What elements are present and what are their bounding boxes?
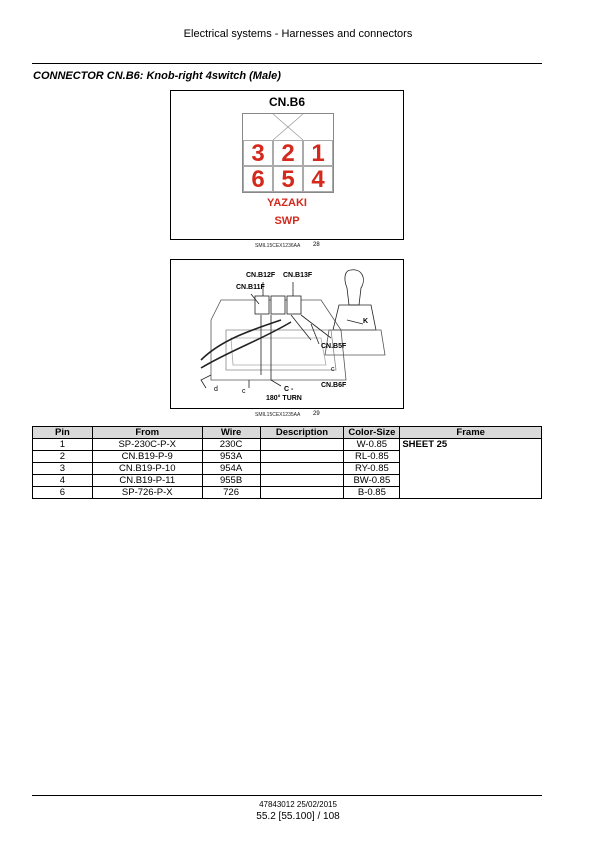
cell-color-size: B-0.85 — [343, 486, 401, 499]
section-title: CONNECTOR CN.B6: Knob-right 4switch (Mal… — [33, 70, 281, 82]
cell-pin: 4 — [32, 474, 93, 487]
cell-wire: 954A — [201, 462, 261, 475]
figure-caption: SMIL15CEX1236AA — [255, 243, 301, 249]
table-row: 1 SP-230C-P-X 230C W-0.85 SHEET 25 — [32, 438, 542, 499]
callout-cn-b12f: CN.B12F — [246, 272, 276, 279]
callout-turn-note: 180° TURN — [266, 395, 302, 402]
callout-cn-b6f: CN.B6F — [321, 382, 347, 389]
callout-k: K — [363, 318, 369, 325]
cell-description — [259, 438, 345, 451]
callout-d: d — [214, 386, 218, 393]
pin-number: 5 — [281, 166, 295, 193]
cell-wire: 955B — [201, 474, 261, 487]
connector-label: CN.B6 — [268, 95, 305, 109]
callout-c: c — [331, 366, 335, 373]
connector-maker: YAZAKI — [267, 197, 307, 209]
figure-number: 29 — [313, 411, 320, 417]
callout-cn-b5f: CN.B5F — [321, 343, 347, 350]
cell-frame: SHEET 25 — [399, 438, 542, 499]
column-header-wire: Wire — [201, 426, 261, 439]
cell-from: SP-726-P-X — [91, 486, 203, 499]
cell-description — [259, 450, 345, 463]
cell-color-size: W-0.85 — [343, 438, 401, 451]
cell-description — [259, 462, 345, 475]
pin-number: 4 — [311, 166, 325, 193]
latch-icon — [273, 114, 303, 140]
cell-pin: 6 — [32, 486, 93, 499]
column-header-description: Description — [259, 426, 345, 439]
cell-description — [259, 486, 345, 499]
harness-location-figure: CN.B12F CN.B13F CN.B11F K CN.B5F CN.B6F … — [170, 259, 404, 409]
footer-page-number: 55.2 [55.100] / 108 — [256, 811, 340, 822]
pin-number: 1 — [311, 140, 325, 167]
cell-color-size: RL-0.85 — [343, 450, 401, 463]
cell-color-size: BW-0.85 — [343, 474, 401, 487]
footer-rule — [32, 795, 542, 796]
cell-wire: 230C — [201, 438, 261, 451]
column-header-color-size: Color-Size — [343, 426, 401, 439]
pin-number: 2 — [281, 140, 295, 167]
figure-caption: SMIL15CEX1235AA — [255, 412, 301, 418]
column-header-pin: Pin — [32, 426, 93, 439]
pin-number: 3 — [251, 140, 265, 167]
cell-from: SP-230C-P-X — [91, 438, 203, 451]
connector-face-figure: CN.B6 3 2 1 6 5 4 YAZAKI SWP — [170, 90, 404, 240]
header-rule — [32, 63, 542, 64]
column-header-frame: Frame — [399, 426, 542, 439]
callout-c-turn: C - — [284, 386, 294, 393]
cell-description — [259, 474, 345, 487]
connector-series: SWP — [274, 215, 300, 227]
table-row: 6 SP-726-P-X 726 B-0.85 — [32, 486, 542, 499]
figure-number: 28 — [313, 242, 320, 248]
footer-document-ref: 47843012 25/02/2015 — [259, 800, 337, 809]
connector-pin-grid: 3 2 1 6 5 4 — [242, 113, 334, 193]
cell-wire: 726 — [201, 486, 261, 499]
pin-number: 6 — [251, 166, 265, 193]
callout-cn-b11f: CN.B11F — [236, 284, 265, 291]
page-header-title: Electrical systems - Harnesses and conne… — [183, 28, 413, 40]
cell-color-size: RY-0.85 — [343, 462, 401, 475]
callout-cn-b13f: CN.B13F — [283, 272, 313, 279]
table-row: 3 CN.B19-P-10 954A RY-0.85 — [32, 462, 542, 475]
table-header-row: Pin From Wire Description Color-Size Fra… — [32, 426, 542, 439]
joystick-harness-illustration — [200, 269, 386, 389]
cell-from: CN.B19-P-10 — [91, 462, 203, 475]
cell-pin: 1 — [32, 438, 93, 451]
cell-pin: 3 — [32, 462, 93, 475]
callout-c-left: c — [242, 388, 246, 395]
pin-assignment-table: Pin From Wire Description Color-Size Fra… — [32, 426, 542, 499]
cell-wire: 953A — [201, 450, 261, 463]
cell-pin: 2 — [32, 450, 93, 463]
cell-from: CN.B19-P-9 — [91, 450, 203, 463]
column-header-from: From — [91, 426, 203, 439]
cell-from: CN.B19-P-11 — [91, 474, 203, 487]
